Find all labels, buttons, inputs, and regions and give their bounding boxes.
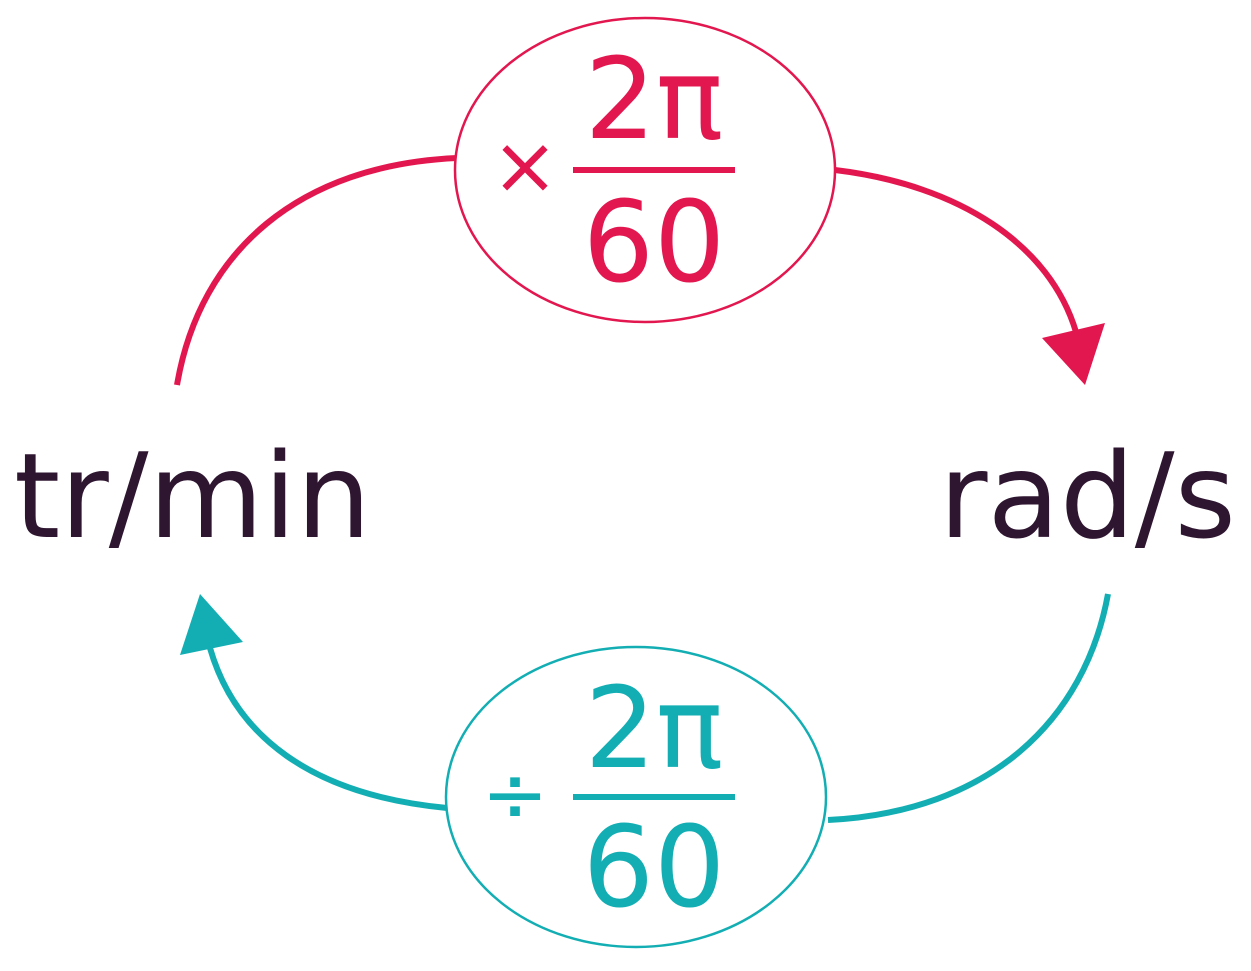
backward-arc-left [207,647,448,811]
unit-left-label: tr/min [14,427,371,565]
unit-right-label: rad/s [939,427,1236,565]
forward-arc-left [174,155,458,386]
forward-arc-right [834,167,1079,333]
forward-numerator: 2π [585,35,724,165]
backward-denominator: 60 [583,803,726,933]
arrow-right-icon [1042,323,1105,385]
forward-conversion: × 2π 60 [174,16,1105,386]
backward-operator: ÷ [481,748,548,841]
arrow-left-icon [180,594,243,655]
forward-denominator: 60 [583,178,726,308]
backward-arc-right [827,593,1111,823]
forward-operator: × [491,119,558,212]
backward-conversion: ÷ 2π 60 [180,593,1111,949]
backward-numerator: 2π [585,664,724,794]
